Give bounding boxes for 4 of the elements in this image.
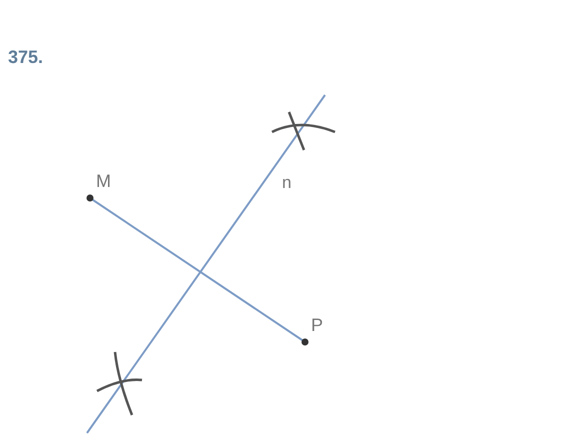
- line-label: n: [282, 174, 292, 191]
- point-label: P: [311, 316, 324, 334]
- problem-number: 375.: [8, 48, 44, 66]
- point-label: M: [96, 172, 111, 190]
